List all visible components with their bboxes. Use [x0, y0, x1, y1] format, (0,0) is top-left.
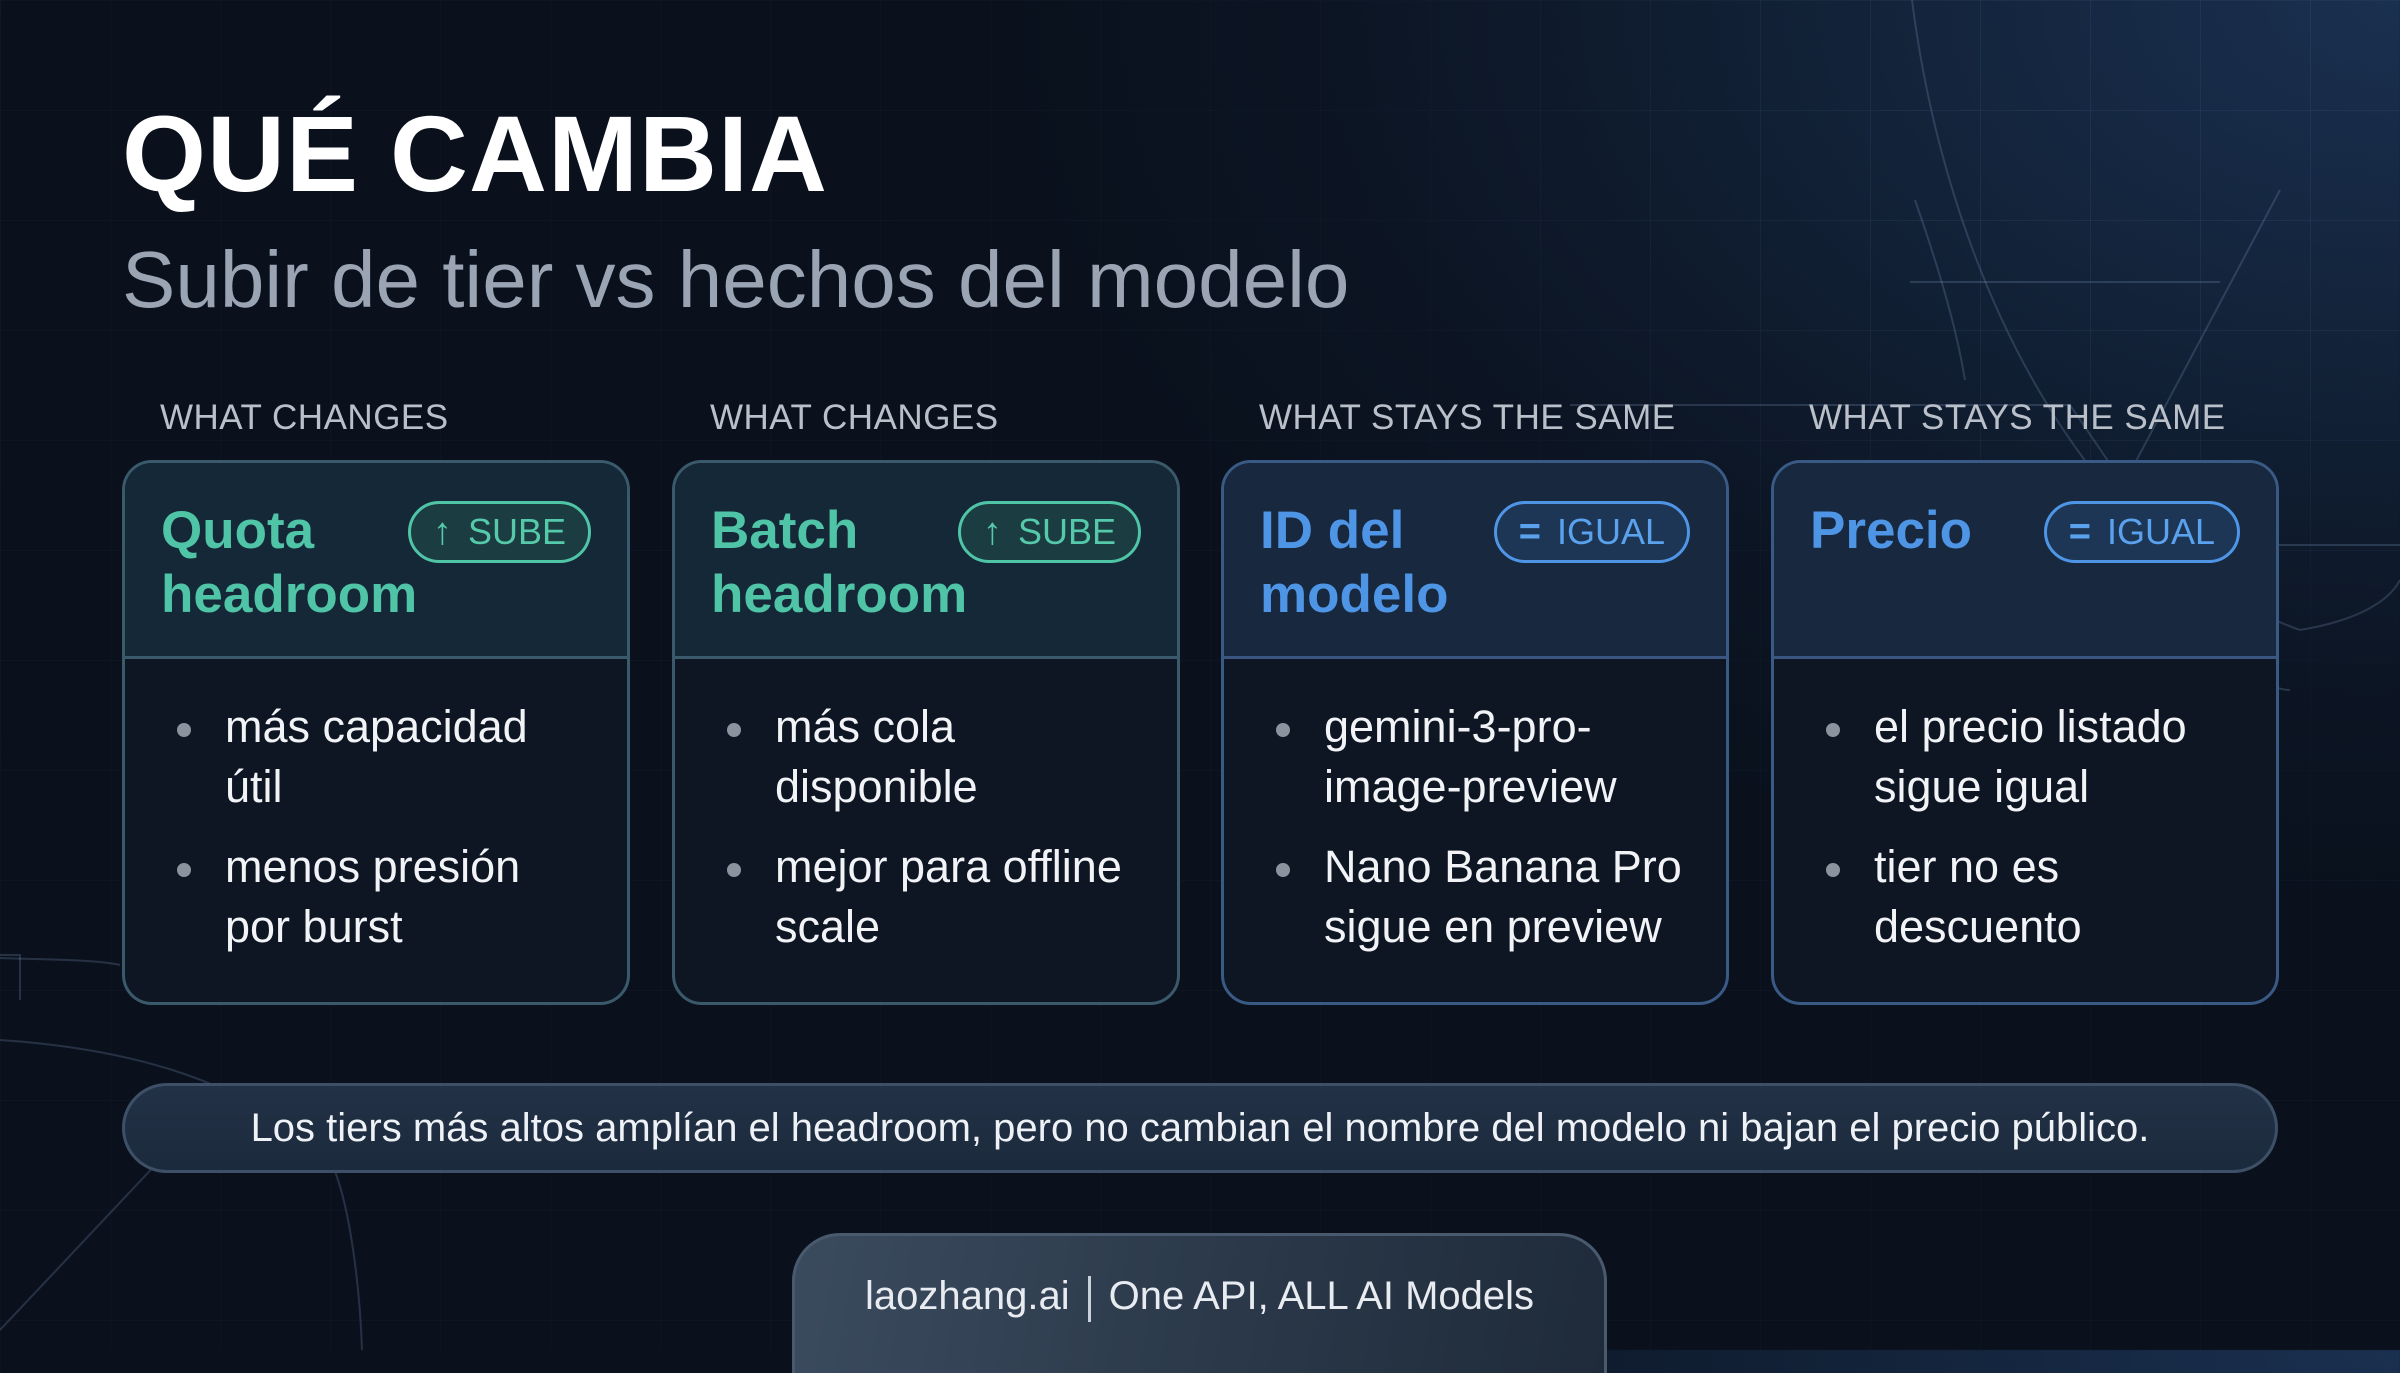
badge-label: IGUAL [2106, 511, 2215, 552]
bullet-dot-icon [1276, 723, 1290, 737]
list-item: menos presión por burst [177, 837, 597, 957]
bullet-text: menos presión por burst [225, 841, 521, 952]
list-item: más capacidad útil [177, 697, 597, 817]
bullet-dot-icon [727, 863, 741, 877]
column-label: WHAT STAYS THE SAME [1259, 398, 1676, 437]
bullet-text: mejor para offline scale [775, 841, 1122, 952]
list-item: más cola disponible [727, 697, 1147, 817]
status-badge: ↑ SUBE [957, 501, 1141, 563]
column-quota-headroom: WHAT CHANGES Quota headroom ↑ SUBE más c… [122, 396, 630, 1005]
equals-icon: = [1518, 511, 1541, 553]
card-header: Precio = IGUAL [1774, 463, 2276, 659]
column-price: WHAT STAYS THE SAME Precio = IGUAL el pr… [1771, 396, 2279, 1005]
bullet-dot-icon [1276, 863, 1290, 877]
badge-label: IGUAL [1556, 511, 1665, 552]
badge-label: SUBE [1017, 511, 1116, 552]
list-item: Nano Banana Pro sigue en preview [1276, 837, 1696, 957]
card-header: Batch headroom ↑ SUBE [675, 463, 1177, 659]
badge-label: SUBE [467, 511, 566, 552]
column-batch-headroom: WHAT CHANGES Batch headroom ↑ SUBE más c… [672, 396, 1180, 1005]
list-item: gemini-3-pro-image-preview [1276, 697, 1696, 817]
card-body: el precio listado sigue igual tier no es… [1774, 659, 2276, 957]
bullet-dot-icon [1826, 863, 1840, 877]
bullet-dot-icon [1826, 723, 1840, 737]
summary-banner: Los tiers más altos amplían el headroom,… [122, 1083, 2278, 1173]
bullet-text: tier no es descuento [1874, 841, 2082, 952]
card-title: ID del modelo [1260, 501, 1449, 624]
card-model-id: ID del modelo = IGUAL gemini-3-pro-image… [1221, 460, 1729, 1005]
equals-icon: = [2068, 511, 2091, 553]
list-item: mejor para offline scale [727, 837, 1147, 957]
bullet-text: gemini-3-pro-image-preview [1324, 701, 1617, 812]
page-title: QUÉ CAMBIA [122, 93, 828, 214]
brand-tagline: One API, ALL AI Models [1108, 1274, 1535, 1318]
column-model-id: WHAT STAYS THE SAME ID del modelo = IGUA… [1221, 396, 1729, 1005]
list-item: el precio listado sigue igual [1826, 697, 2246, 817]
bullet-dot-icon [177, 863, 191, 877]
bullet-text: más capacidad útil [225, 701, 528, 812]
column-label: WHAT CHANGES [160, 398, 449, 437]
arrow-up-icon: ↑ [982, 511, 1002, 553]
column-label: WHAT CHANGES [710, 398, 999, 437]
card-batch-headroom: Batch headroom ↑ SUBE más cola disponibl… [672, 460, 1180, 1005]
status-badge: = IGUAL [1493, 501, 1690, 563]
page-subtitle: Subir de tier vs hechos del modelo [122, 235, 1350, 324]
bullet-dot-icon [177, 723, 191, 737]
card-body: más capacidad útil menos presión por bur… [125, 659, 627, 957]
card-body: gemini-3-pro-image-preview Nano Banana P… [1224, 659, 1726, 957]
column-label: WHAT STAYS THE SAME [1809, 398, 2226, 437]
card-price: Precio = IGUAL el precio listado sigue i… [1771, 460, 2279, 1005]
card-title: Quota headroom [161, 501, 418, 624]
bullet-dot-icon [727, 723, 741, 737]
status-badge: ↑ SUBE [407, 501, 591, 563]
card-header: Quota headroom ↑ SUBE [125, 463, 627, 659]
divider [1087, 1276, 1091, 1322]
card-title: Precio [1810, 501, 1973, 560]
arrow-up-icon: ↑ [432, 511, 452, 553]
footer-brand-tab: laozhang.ai One API, ALL AI Models [792, 1233, 1607, 1373]
bullet-text: Nano Banana Pro sigue en preview [1324, 841, 1682, 952]
list-item: tier no es descuento [1826, 837, 2246, 957]
brand-name: laozhang.ai [864, 1274, 1070, 1318]
bullet-text: el precio listado sigue igual [1874, 701, 2187, 812]
card-title: Batch headroom [711, 501, 968, 624]
card-header: ID del modelo = IGUAL [1224, 463, 1726, 659]
card-body: más cola disponible mejor para offline s… [675, 659, 1177, 957]
status-badge: = IGUAL [2043, 501, 2240, 563]
summary-text: Los tiers más altos amplían el headroom,… [250, 1105, 2150, 1150]
card-quota-headroom: Quota headroom ↑ SUBE más capacidad útil… [122, 460, 630, 1005]
bullet-text: más cola disponible [775, 701, 978, 812]
